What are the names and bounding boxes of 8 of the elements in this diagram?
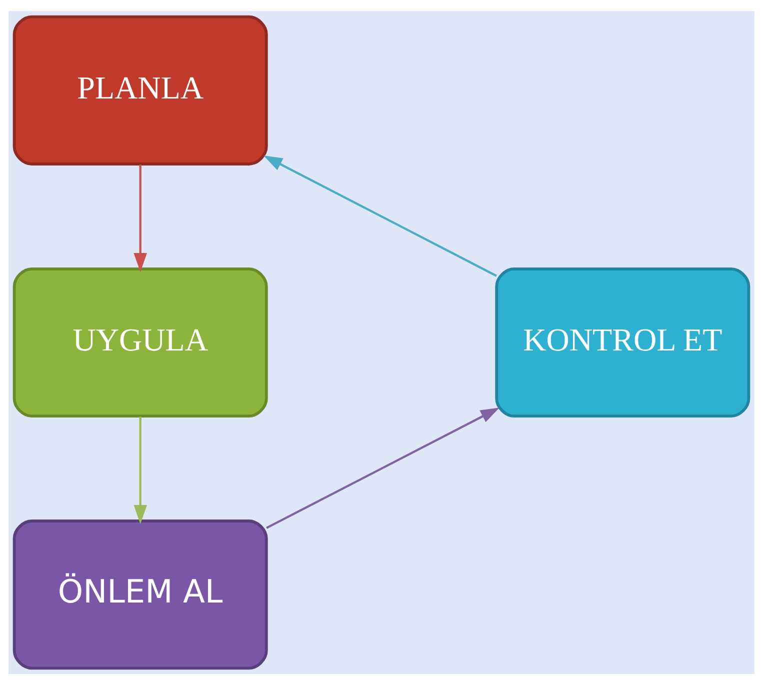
- node-box: UYGULA: [12, 266, 268, 418]
- node-box: KONTROL ET: [495, 266, 750, 418]
- arrow: [266, 407, 500, 528]
- arrow: [263, 154, 497, 276]
- node-box: PLANLA: [12, 14, 268, 165]
- arrow: [134, 416, 147, 524]
- arrow: [134, 164, 147, 272]
- node-box: ÖNLEM AL: [12, 519, 268, 670]
